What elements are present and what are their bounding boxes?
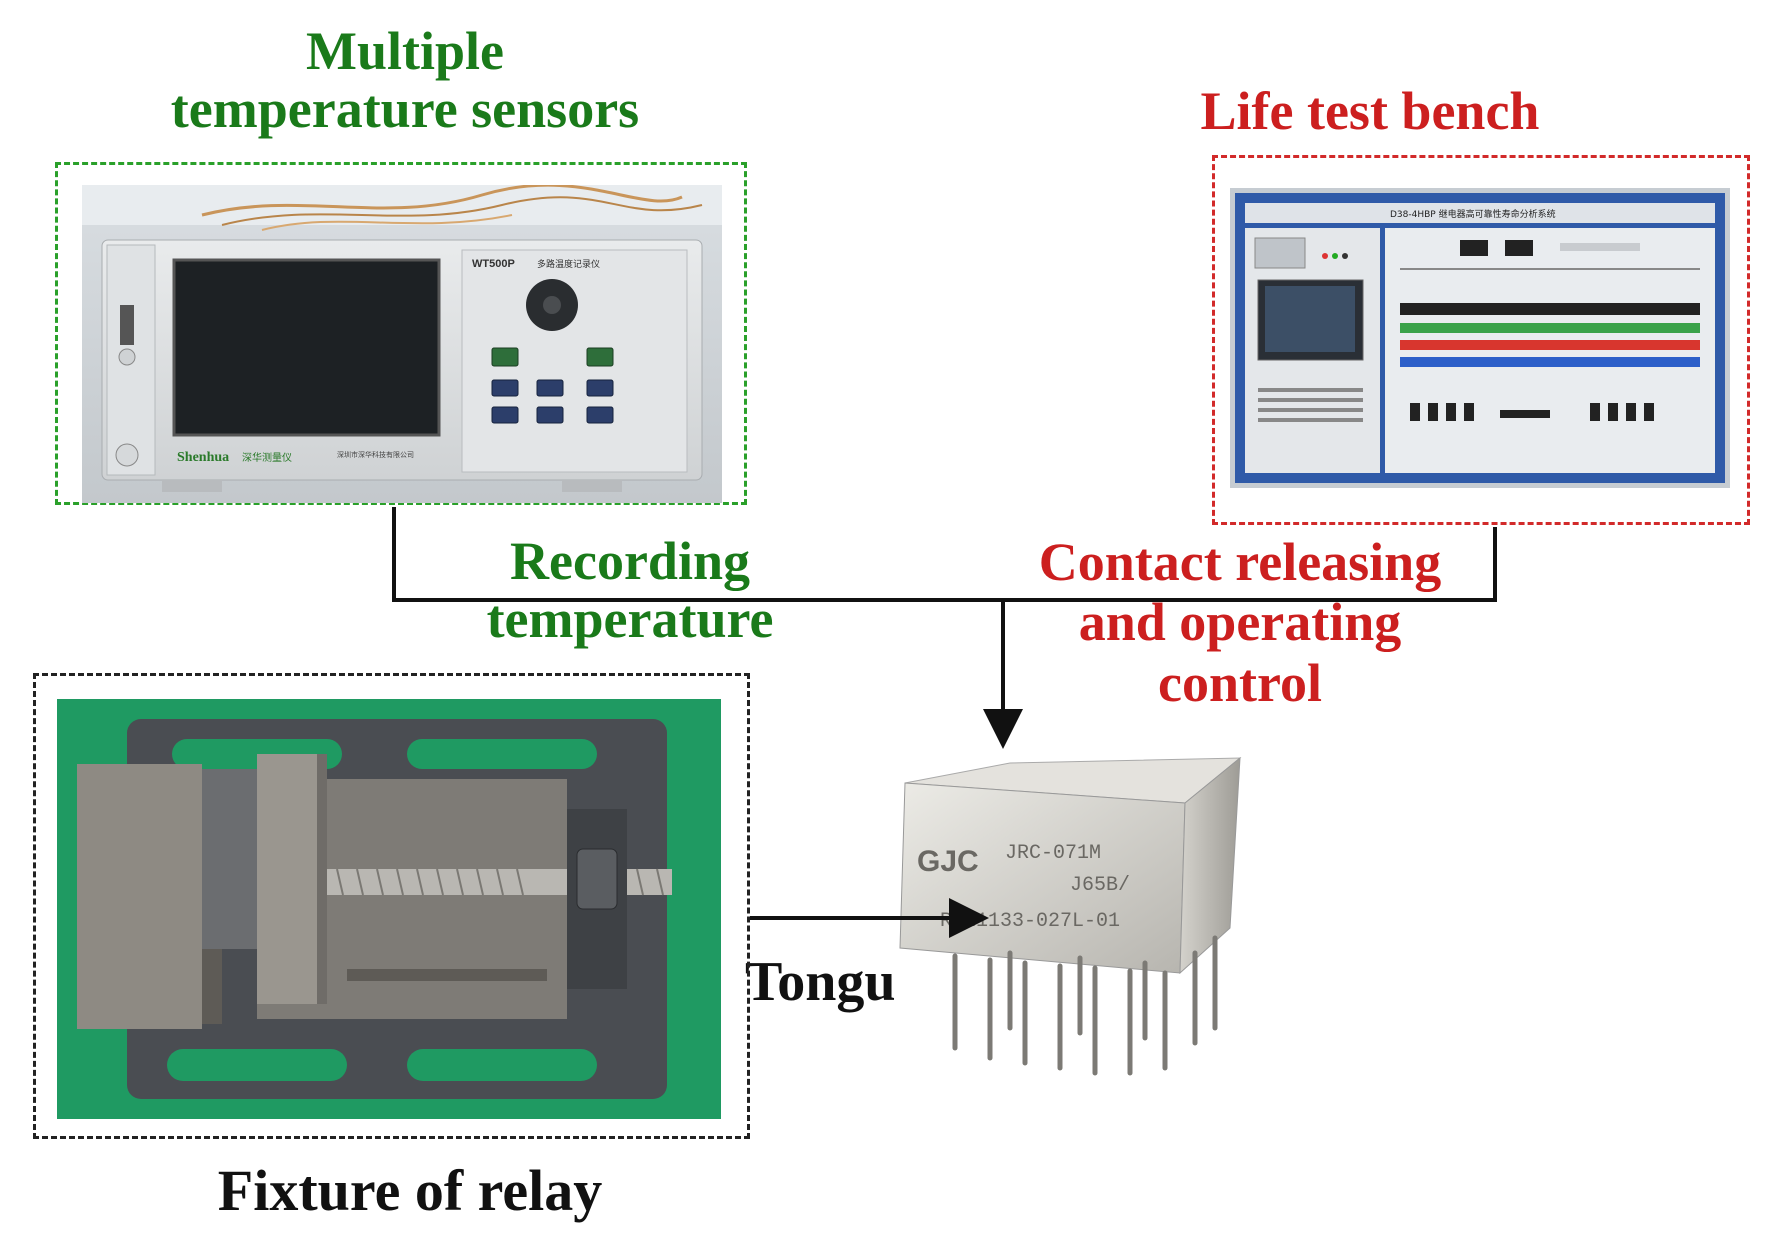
relay-brand-mark: GJC <box>917 845 979 878</box>
contact-label-line1: Contact releasing <box>1038 532 1442 592</box>
recorder-title-text: 多路温度记录仪 <box>537 258 600 270</box>
life-test-bench-drawing: D38-4HBP 继电器高可靠性寿命分析系统 <box>1230 188 1730 488</box>
contact-label-line3: control <box>1158 652 1322 713</box>
recording-label-line2: temperature <box>486 589 774 650</box>
recorder-brand-cn-text: 深华测量仪 <box>242 451 292 464</box>
fixture-vise-drawing <box>57 699 721 1119</box>
temperature-recorder-drawing: WT500P 多路温度记录仪 Shenhua 深华测量仪 深圳市深华科技有限公司 <box>82 185 722 503</box>
recorder-brand-text: Shenhua <box>177 450 229 465</box>
sensors-label-line2: temperature sensors <box>170 79 640 140</box>
contact-label-line2: and operating <box>1078 592 1402 653</box>
fixture-of-relay-label: Fixture of relay <box>217 1158 603 1223</box>
fixture-vise-image <box>57 699 721 1119</box>
relay-image: GJC JRC-071M J65B/ RG21133-027L-01 <box>895 728 1275 1098</box>
recorder-model-text: WT500P <box>472 258 515 270</box>
recording-label-line1: Recording <box>510 531 750 591</box>
relay-text-line2: J65B/ <box>1070 874 1130 897</box>
contact-control-label: Contact releasing and operating control <box>960 532 1520 713</box>
relay-text-line3: RG21133-027L-01 <box>940 910 1120 933</box>
bench-title-text: D38-4HBP 继电器高可靠性寿命分析系统 <box>1390 208 1556 220</box>
recorder-company-text: 深圳市深华科技有限公司 <box>337 450 414 459</box>
fixture-frame <box>33 673 750 1139</box>
sensors-frame <box>55 162 747 505</box>
temperature-recorder-image: WT500P 多路温度记录仪 Shenhua 深华测量仪 深圳市深华科技有限公司 <box>82 185 722 503</box>
relay-text-line1: JRC-071M <box>1005 842 1101 865</box>
relay-drawing: GJC JRC-071M J65B/ RG21133-027L-01 <box>895 728 1275 1098</box>
multiple-temperature-sensors-label: Multiple temperature sensors <box>60 22 750 139</box>
life-test-bench-image: D38-4HBP 继电器高可靠性寿命分析系统 <box>1230 188 1730 488</box>
sensors-label-line1: Multiple <box>306 21 504 81</box>
life-test-bench-label: Life test bench <box>1200 81 1540 141</box>
recording-temperature-label: Recording temperature <box>420 532 840 649</box>
